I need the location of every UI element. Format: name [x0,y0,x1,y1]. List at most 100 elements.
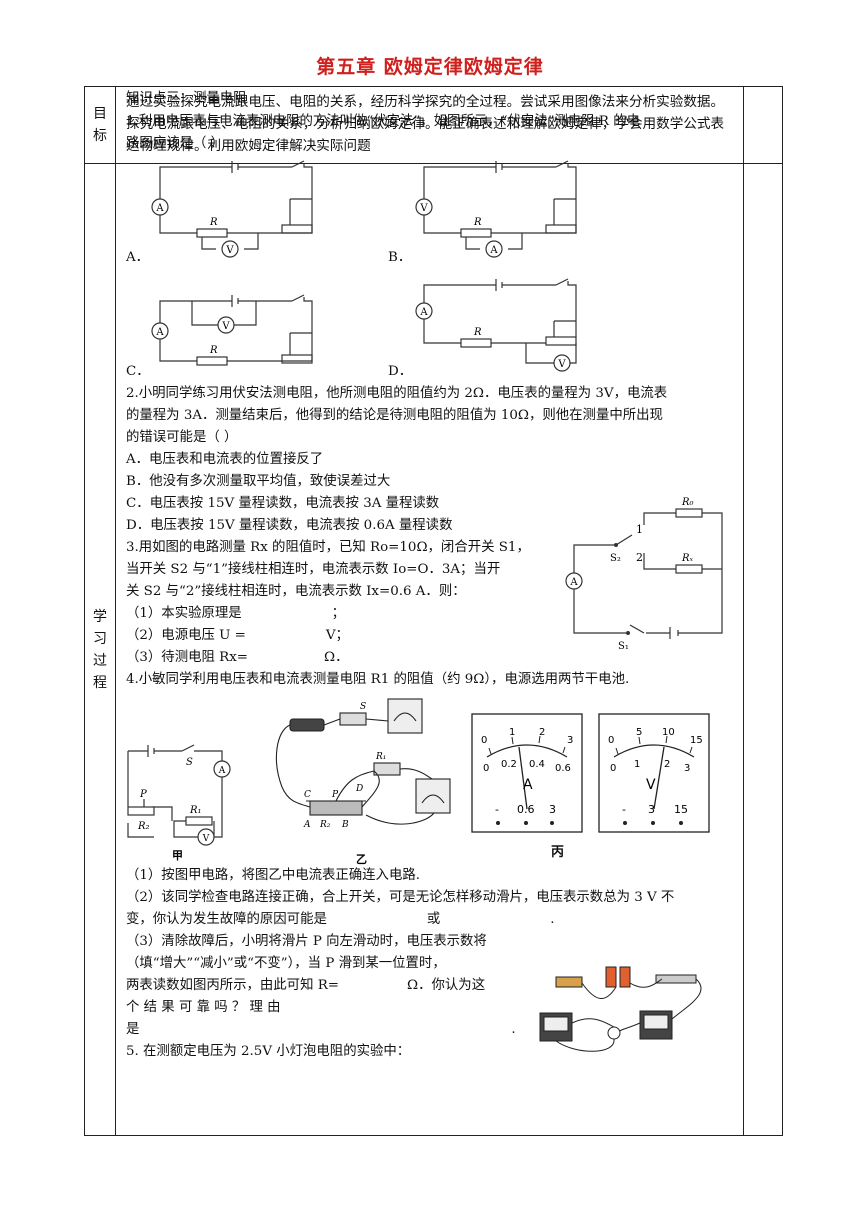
q3-sub1: （1）本实验原理是 ； [126,604,345,624]
circuit-b-voltmeter-label: V [419,203,428,214]
q3-sub1-end: ； [331,605,346,621]
goal-extra-cell [743,86,783,164]
q3-sub3-end: Ω． [323,649,349,665]
circuit-a-resistor-label: R [209,217,218,228]
q1-line1: 1.利用电压表与电流表测电阻的方法叫做“伏安法”，如图所示，“伏安法”测电阻 R… [126,113,641,129]
q4-sub3-r-text: 两表读数如图丙所示，由此可知 R= [126,977,340,993]
q4-sub1: （1）按图甲电路，将图乙中电流表正确连入电路. [126,867,420,883]
voltmeter-unit: V [646,777,656,793]
voltmeter-top-0: 0 [608,735,614,746]
voltmeter-top-15: 15 [690,735,703,746]
lesson-table: 目标 通过实验探究电流跟电压、电阻的关系，经历科学探究的全过程。尝试采用图像法来… [84,86,783,1136]
q2-option-d: D．电压表按 15V 量程读数，电流表按 0.6A 量程读数 [126,517,453,533]
goal-label: 目标 [84,86,116,164]
q3-s1-label: S₁ [618,641,629,652]
q3-sub2-text: （2）电源电压 U = [126,627,246,643]
ammeter-terminal-3: 3 [549,803,556,816]
q3-s2-label: S₂ [610,553,621,564]
q4-sub3-line3: 两表读数如图丙所示，由此可知 R=Ω．你认为这 [126,976,485,996]
voltmeter-top-10: 10 [662,727,675,738]
ammeter-top-2: 2 [539,727,545,738]
q3-sub3: （3）待测电阻 Rx= Ω． [126,648,348,668]
circuit-d-resistor-label: R [473,327,482,338]
yi-r2: R₂ [319,820,331,830]
voltmeter-terminal-3: 3 [648,803,655,816]
voltmeter-bottom-3: 3 [684,763,690,774]
circuit-c-voltmeter-label: V [221,321,230,332]
goal-row: 目标 通过实验探究电流跟电压、电阻的关系，经历科学探究的全过程。尝试采用图像法来… [84,86,783,164]
goal-text: 通过实验探究电流跟电压、电阻的关系，经历科学探究的全过程。尝试采用图像法来分析实… [115,86,744,164]
circuit-b-resistor-label: R [473,217,482,228]
process-content: 知识点三：测量电阻 1.利用电压表与电流表测电阻的方法叫做“伏安法”，如图所示，… [115,91,744,1136]
circuit-a: A V R [151,159,313,258]
yi-b: B [341,820,349,830]
q4-figure-jia: A V S P R₁ R₂ 甲 [127,743,231,862]
jia-p: P [139,789,147,800]
section-title: 知识点三：测量电阻 [126,90,247,106]
yi-d: D [355,784,363,794]
q1-option-b: B． [388,249,412,265]
process-extra-cell [743,163,783,1136]
yi-c: C [304,790,311,800]
q3-circuit: A R₀ Rₓ S₂ S₁ 1 2 [565,497,723,652]
q2-option-c: C．电压表按 15V 量程读数，电流表按 3A 量程读数 [126,495,440,511]
yi-p: P [331,790,339,800]
q3-line2: 当开关 S2 与“1”接线柱相连时，电流表示数 Io=O．3A；当开 [126,561,501,577]
circuit-c-ammeter-label: A [155,327,164,338]
yi-s: S [360,702,366,712]
q3-terminal-1: 1 [636,523,643,536]
q3-sub2: （2）电源电压 U =V； [126,626,349,646]
q4-ammeter-dial: 0 1 2 3 0 0.2 0.4 0.6 A - 0.6 3 [471,712,583,833]
page-title: 第五章 欧姆定律欧姆定律 [316,56,544,78]
q5-text: 5. 在测额定电压为 2.5V 小灯泡电阻的实验中： [126,1043,411,1059]
ammeter-bottom-2: 0.4 [529,759,545,770]
q4-lab-setup-picture [539,966,702,1052]
yi-caption: 乙 [356,853,367,866]
q1-option-c: C． [126,363,150,379]
process-row: 学习过程 知识点三：测量电阻 1.利用电压表与电流表测电阻的方法叫做“伏安法”，… [84,91,783,1136]
q3-sub3-text: （3）待测电阻 Rx= [126,649,248,665]
jia-switch: S [186,757,193,768]
q4-voltmeter-dial: 0 5 10 15 0 1 2 3 V - 3 15 [598,712,710,833]
q2-option-a: A．电压表和电流表的位置接反了 [126,451,324,467]
circuit-b: V A R [415,159,577,258]
circuit-a-ammeter-label: A [155,203,164,214]
q4-sub2-or: 或 [426,911,441,927]
q3-line3: 关 S2 与“2”接线柱相连时，电流表示数 Ix=0.6 A．则： [126,583,466,599]
jia-ammeter: A [218,766,226,776]
process-label: 学习过程 [84,163,116,1136]
jia-voltmeter: V [202,834,210,844]
jia-r2: R₂ [137,821,150,832]
q2-line1: 2.小明同学练习用伏安法测电阻，他所测电阻的阻值约为 2Ω．电压表的量程为 3V… [126,385,668,401]
q1-option-d: D． [388,363,413,379]
ammeter-unit: A [523,777,533,793]
ammeter-bottom-3: 0.6 [555,763,571,774]
q1-option-a: A． [126,249,150,265]
ammeter-top-3: 3 [567,735,573,746]
voltmeter-bottom-2: 2 [664,759,670,770]
q1-line2: 路图应该是（ ） [126,135,224,151]
ammeter-top-1: 1 [509,727,515,738]
circuit-a-voltmeter-label: V [225,245,234,256]
q3-sub1-text: （1）本实验原理是 [126,605,242,621]
q3-rx-label: Rₓ [681,553,694,564]
circuit-d-voltmeter-label: V [557,359,566,370]
voltmeter-top-5: 5 [636,727,642,738]
circuit-c: A V R [151,293,313,366]
jia-caption: 甲 [172,849,183,862]
jia-r1: R₁ [189,805,202,816]
q3-r0-label: R₀ [681,497,694,508]
q4-sub3-line5-text: 是 [126,1021,140,1037]
ammeter-bottom-0: 0 [483,763,489,774]
q2-line3: 的错误可能是（ ） [126,429,238,445]
yi-r1: R₁ [375,752,386,762]
q4-sub3-line2: （填“增大”“减小”或“不变”），当 P 滑到某一位置时， [126,955,446,971]
ammeter-terminal-neg: - [495,803,499,816]
circuit-d: A V R [415,277,577,372]
q4-sub3-line5: 是. [126,1021,516,1037]
voltmeter-bottom-1: 1 [634,759,640,770]
circuit-b-ammeter-label: A [489,245,498,256]
circuit-d-ammeter-label: A [419,307,428,318]
q3-terminal-2: 2 [636,551,643,564]
q3-line1: 3.用如图的电路测量 Rx 的阻值时，已知 Ro=10Ω，闭合开关 S1， [126,539,530,555]
